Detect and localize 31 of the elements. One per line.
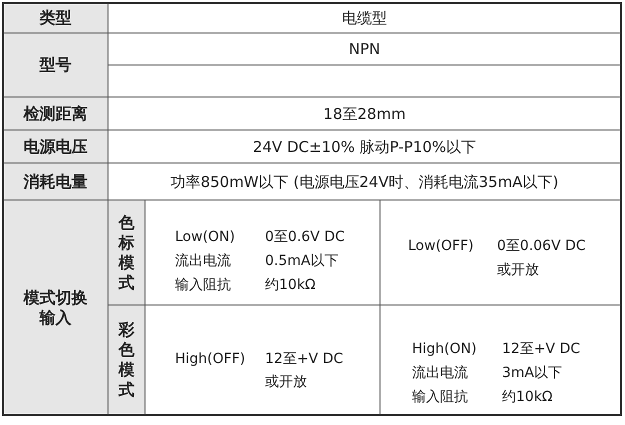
cell-text: 12至+V DC bbox=[502, 340, 580, 358]
cell-text: Low(ON) bbox=[175, 228, 235, 246]
cell-text: 0至0.6V DC bbox=[265, 228, 345, 246]
row-header: 彩色模式 bbox=[117, 320, 136, 400]
cell-text: 流出电流 bbox=[412, 364, 468, 382]
row-header: 色标模式 bbox=[117, 212, 136, 292]
cell-text: High(OFF) bbox=[175, 350, 246, 368]
cell-text: 3mA以下 bbox=[502, 364, 562, 382]
cell-text: NPN bbox=[348, 39, 380, 59]
cell-text: High(ON) bbox=[412, 340, 477, 358]
cell-text: 输入阻抗 bbox=[412, 388, 468, 406]
cell-text: 电缆型 bbox=[342, 8, 387, 28]
row-header: 型号 bbox=[40, 55, 72, 75]
cell-text: 约10kΩ bbox=[502, 388, 553, 406]
cell-text: 0至0.06V DC bbox=[497, 237, 586, 255]
row-header: 电源电压 bbox=[24, 136, 88, 156]
cell-text: 18至28mm bbox=[323, 104, 406, 124]
cell-text: 24V DC±10% 脉动P-P10%以下 bbox=[252, 136, 476, 156]
row-header: 检测距离 bbox=[24, 104, 88, 124]
cell-text: 输入阻抗 bbox=[175, 276, 231, 294]
cell-text: 流出电流 bbox=[175, 252, 231, 270]
cell-text: 0.5mA以下 bbox=[265, 252, 338, 270]
cell-text: 或开放 bbox=[265, 373, 307, 391]
cell-text: 功率850mW以下 (电源电压24V时、消耗电流35mA以下) bbox=[170, 172, 558, 192]
cell-text: 或开放 bbox=[497, 261, 539, 279]
cell-text: Low(OFF) bbox=[408, 237, 474, 255]
row-header: 消耗电量 bbox=[24, 172, 88, 192]
row-header: 模式切换输入 bbox=[22, 288, 88, 328]
row-header: 类型 bbox=[40, 8, 72, 28]
cell-text: 约10kΩ bbox=[265, 276, 316, 294]
cell-text: 12至+V DC bbox=[265, 350, 344, 368]
